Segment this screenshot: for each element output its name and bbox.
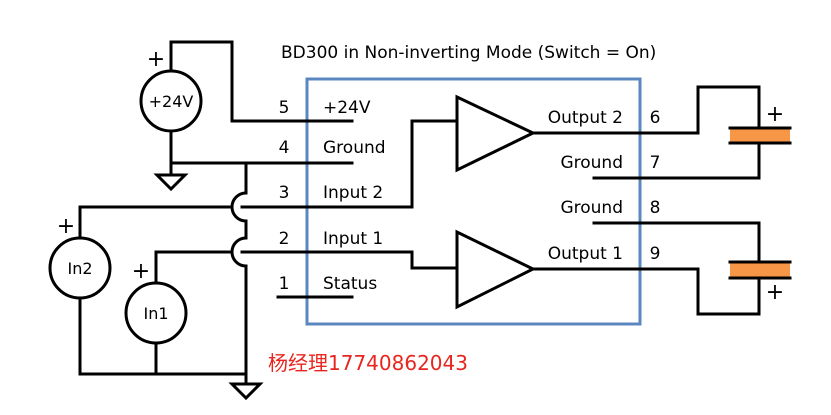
- pin-label: Ground: [323, 138, 386, 158]
- amplifier-1-icon: [455, 229, 537, 310]
- wire-supply-to-pin5: [169, 40, 354, 123]
- ground-icon-top: [153, 173, 189, 192]
- pin-number: 9: [650, 244, 661, 264]
- pin-label: Ground: [560, 153, 623, 173]
- in2-source-label: In2: [67, 259, 92, 278]
- amplifier-2-icon: [455, 94, 537, 173]
- pin-label: Ground: [560, 198, 623, 218]
- supply-source-label: +24V: [149, 92, 194, 111]
- bd300-module-outline: [305, 77, 642, 326]
- wire-in1-left: [154, 250, 231, 285]
- pin-label: Status: [323, 274, 377, 294]
- wire-ground-bus-with-jumpers: [230, 161, 248, 376]
- load-bottom: +: [728, 260, 792, 305]
- right-pin-8: Ground 8: [560, 198, 660, 218]
- pin-label: Input 1: [323, 229, 383, 249]
- wire-output1-to-load: [531, 267, 761, 316]
- load-top-plus-sign: +: [766, 102, 784, 127]
- contact-watermark: 杨经理17740862043: [268, 351, 468, 375]
- left-pin-4: 4 Ground: [279, 138, 386, 158]
- ground-icon-bottom: [228, 382, 264, 401]
- pin-number: 1: [279, 274, 290, 294]
- pin-number: 7: [650, 153, 661, 173]
- pin-label: Output 1: [548, 244, 623, 264]
- pin-number: 4: [279, 138, 290, 158]
- load-top: +: [728, 102, 792, 145]
- left-pin-3: 3 Input 2: [279, 183, 384, 203]
- wire-output2-to-load: [531, 85, 761, 135]
- pin-number: 8: [650, 198, 661, 218]
- pin-label: Input 2: [323, 183, 383, 203]
- supply-plus-sign: +: [147, 47, 165, 72]
- pin-number: 2: [279, 229, 290, 249]
- wire-in2-left: [78, 205, 231, 240]
- wire-in2-to-pin3: [240, 119, 414, 209]
- in1-plus-sign: +: [132, 259, 150, 284]
- right-pin-9: Output 1 9: [548, 244, 661, 264]
- in1-source-label: In1: [143, 304, 168, 323]
- right-pin-6: Output 2 6: [548, 108, 661, 128]
- load-bottom-body: [730, 262, 790, 278]
- left-pin-1: 1 Status: [279, 274, 378, 294]
- pin-number: 6: [650, 108, 661, 128]
- load-bottom-plus-sign: +: [766, 280, 784, 305]
- left-pin-5: 5 +24V: [279, 98, 371, 118]
- diagram-title: BD300 in Non-inverting Mode (Switch = On…: [281, 43, 656, 63]
- wire-in2-return: [78, 296, 248, 376]
- left-pin-2: 2 Input 1: [279, 229, 384, 249]
- pin-number: 5: [279, 98, 290, 118]
- load-top-body: [730, 128, 790, 143]
- in2-plus-sign: +: [57, 214, 75, 239]
- wire-in1-to-amp1: [240, 250, 459, 270]
- wire-pin7-ground-to-load: [592, 141, 761, 180]
- pin-label: +24V: [323, 98, 371, 118]
- wire-pin8-ground-to-load: [592, 221, 761, 264]
- pin-label: Output 2: [548, 108, 623, 128]
- pin-number: 3: [279, 183, 290, 203]
- right-pin-7: Ground 7: [560, 153, 660, 173]
